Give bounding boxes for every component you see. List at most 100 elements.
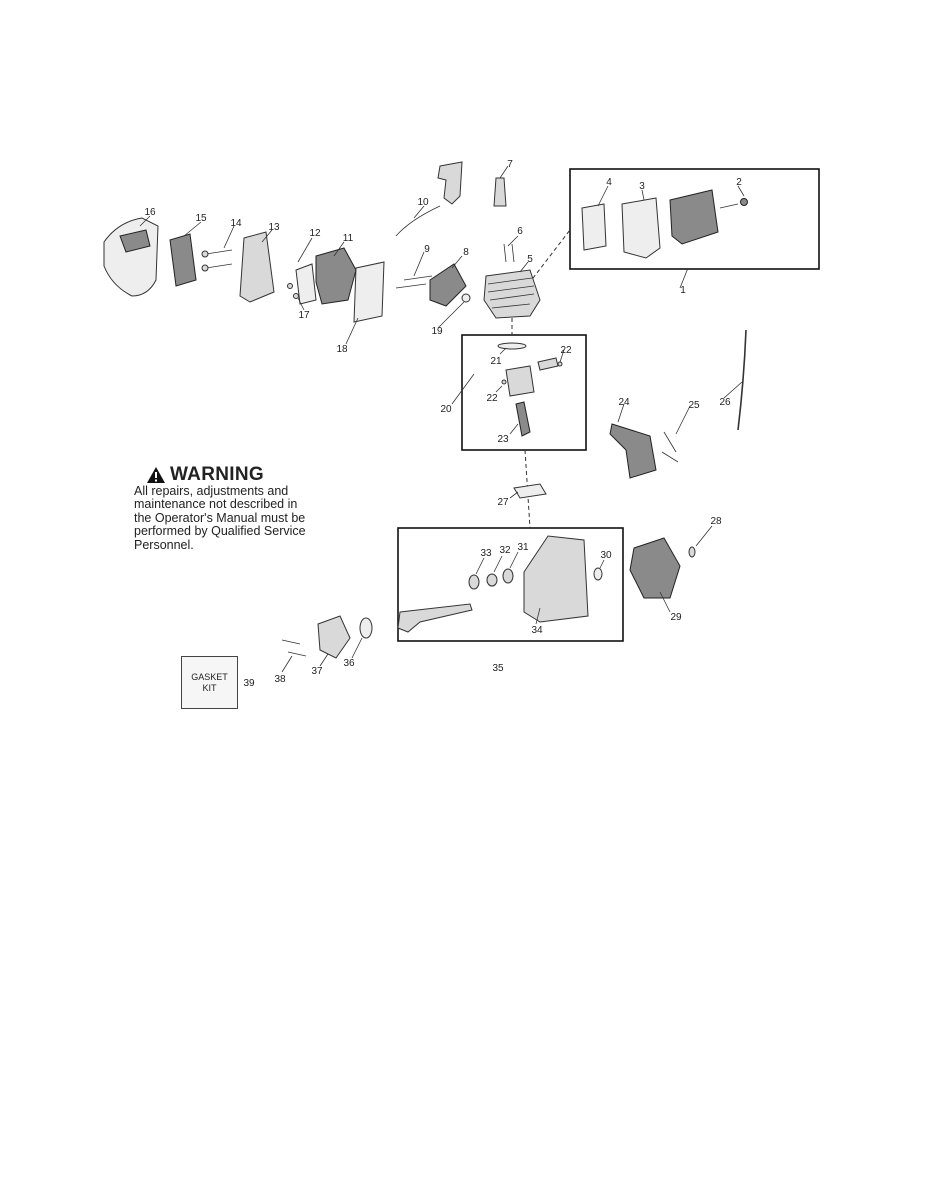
warning-triangle-icon [147,467,165,483]
callout-35: 35 [492,663,504,674]
callout-22b: 22 [486,393,498,404]
callout-1: 1 [680,285,686,296]
connecting-rod-part [515,401,531,437]
callout-21: 21 [490,356,502,367]
callout-30: 30 [600,550,612,561]
wrist-pin-part [537,357,559,371]
callout-31: 31 [517,542,529,553]
callout-20: 20 [440,404,452,415]
ignition-module-part [609,423,657,479]
screw-part-14b [205,263,233,269]
warning-line: maintenance not described in [134,497,298,512]
callout-14: 14 [230,218,242,229]
callout-37: 37 [311,666,323,677]
air-filter-part [169,233,197,287]
screw-25a [663,431,677,453]
throttle-bracket-part [437,161,463,205]
callout-4: 4 [606,177,612,188]
callout-labels: 1 2 3 4 5 6 7 8 9 10 11 12 13 14 15 16 1… [144,159,742,689]
warning-line: Personnel. [134,537,194,552]
callout-36: 36 [343,658,355,669]
callout-25: 25 [688,400,700,411]
muffler-gasket-part [581,203,607,251]
gasket-kit-line2: KIT [202,682,217,693]
cylinder-part [483,269,541,319]
callout-12: 12 [309,228,321,239]
group-box-piston [461,334,587,451]
muffler-screw-a [719,203,739,209]
clip-part [461,293,471,303]
crankcase-cover-part [317,615,351,659]
gasket-kit-line1: GASKET [191,671,228,682]
cover-gasket-part [359,617,373,639]
callout-16: 16 [144,207,156,218]
retainer-22b [501,379,507,385]
spark-wire-part [737,329,747,431]
group-box-muffler [569,168,820,270]
warning-line: performed by Qualified Service [134,524,306,539]
bearing-part-31 [502,568,514,584]
flywheel-nut-part [688,546,696,558]
callout-11: 11 [343,233,354,244]
callout-10: 10 [417,197,429,208]
callout-29: 29 [670,612,682,623]
muffler-screw-b [740,198,748,206]
seal-part-33 [468,574,480,590]
screw-38b [287,651,307,657]
screw-38a [281,639,301,645]
callout-17: 17 [298,310,310,321]
engine-cover-part [103,217,159,297]
gasket-kit-box: GASKET KIT [181,656,238,709]
callout-3: 3 [639,181,645,192]
screw-9b [395,283,427,289]
retainer-22a [557,361,563,367]
warning-notice: WARNING All repairs, adjustments and mai… [134,465,354,552]
screw-head-14a [201,250,209,258]
cylinder-fins [487,277,535,309]
callout-leaders [139,165,745,673]
callout-13: 13 [268,222,280,233]
engine-cover-vent [119,229,151,253]
warning-title-text: WARNING [170,464,264,485]
carburetor-part [315,247,357,305]
crankshaft-part [397,603,473,633]
group-box-crankcase [397,527,624,642]
screw-6a [503,243,507,263]
spark-plug-part [493,177,507,207]
callout-34: 34 [531,625,543,636]
carb-gasket-part [295,263,317,305]
callout-18: 18 [336,344,348,355]
callout-7: 7 [507,159,513,170]
callout-32: 32 [499,545,511,556]
callout-5: 5 [527,254,533,265]
callout-23: 23 [497,434,509,445]
screw-17b [293,293,299,299]
crankcase-part [523,535,589,623]
air-filter-base-part [239,231,275,303]
callout-22a: 22 [560,345,572,356]
intake-part [429,263,467,307]
warning-line: All repairs, adjustments and [134,484,289,498]
callout-8: 8 [463,247,469,258]
screw-part-14a [205,249,233,255]
muffler-part [669,189,719,245]
callout-2: 2 [736,177,742,188]
screw-head-14b [201,264,209,272]
heat-shield-part [621,197,661,259]
crankcase-gasket-part [513,483,547,499]
callout-38: 38 [274,674,286,685]
callout-9: 9 [424,244,430,255]
callout-24: 24 [618,397,630,408]
piston-ring-part [497,342,527,350]
seal-part-30 [593,567,603,581]
insulator-plate-part [353,261,385,323]
callout-19: 19 [431,326,443,337]
warning-line: the Operator's Manual must be [134,510,306,525]
screw-25b [661,451,679,463]
screw-9a [403,275,433,281]
callout-33: 33 [480,548,492,559]
screw-6b [511,243,515,263]
callout-15: 15 [195,213,207,224]
assembly-line-crankcase [524,449,531,529]
